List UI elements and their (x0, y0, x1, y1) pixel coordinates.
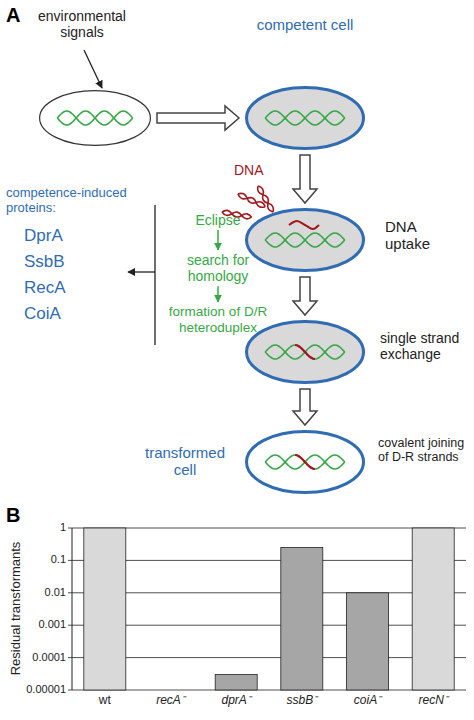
process-step-text: Eclipse (178, 212, 258, 228)
cell-membrane (247, 88, 364, 149)
protein-name: CoiA (24, 304, 104, 324)
category-label: wt (75, 694, 135, 708)
panel-letter: A (6, 4, 36, 27)
cell-outline (245, 320, 365, 384)
grid-line (68, 690, 466, 691)
protein-name: RecA (24, 278, 104, 298)
signal-label: environmental signals (27, 8, 137, 40)
bracket-line (154, 205, 155, 345)
chromosome-strand (265, 455, 345, 469)
cell-outline (245, 208, 365, 272)
bar (84, 528, 126, 690)
step-label: DNA uptake (385, 218, 455, 253)
step-arrow (217, 286, 219, 302)
bars (84, 528, 454, 690)
bar (347, 593, 389, 690)
process-step: formation of D/R heteroduplex (160, 304, 276, 335)
process-step-text: search for homology (163, 252, 273, 284)
transformed-cell: transformed cellcovalent joining of D-R … (245, 430, 365, 494)
bacterial-cell: environmental signals (39, 90, 151, 146)
category-label: recA⁻ (141, 694, 201, 708)
cell-outline (39, 90, 151, 146)
protein-list-heading: competence-induced proteins: (6, 186, 146, 216)
protein-name: DprA (24, 226, 104, 246)
grid-line (68, 560, 466, 561)
bar (215, 675, 257, 691)
chromosome-strand (265, 345, 345, 359)
dna-label: DNA (234, 162, 274, 178)
chromosome-strand (265, 345, 345, 359)
donor-strand (295, 345, 315, 359)
category-label: dprA⁻ (206, 694, 266, 708)
exchange-cell: single strand exchange (245, 320, 365, 384)
step-label: single strand exchange (380, 330, 472, 362)
tick-label: 0.00001 (14, 683, 66, 696)
cell-state-label: transformed cell (135, 444, 235, 479)
panel-letter: B (6, 504, 36, 527)
protein-name: SsbB (24, 252, 104, 272)
bar-chart (68, 528, 466, 690)
cell-state-label: competent cell (250, 16, 360, 33)
dna-fragment (256, 185, 275, 213)
donor-strand (295, 455, 315, 469)
signal-arrow (84, 50, 102, 88)
cell-outline (245, 86, 365, 150)
chromosome-strand (57, 111, 132, 125)
tick-label: 1 (14, 521, 66, 534)
process-step: Eclipse (178, 212, 258, 228)
process-step-text: formation of D/R heteroduplex (160, 304, 276, 335)
dna-strand (256, 185, 275, 213)
competent-cell: competent cell (245, 86, 365, 150)
grid-line (68, 657, 466, 658)
y-axis (72, 528, 73, 690)
process-arrow (293, 389, 317, 425)
cell-outline (245, 430, 365, 494)
cell-membrane (247, 432, 364, 493)
bar (412, 528, 454, 690)
chromosome-strand (265, 233, 345, 247)
grid-line (68, 625, 466, 626)
cell-membrane (247, 210, 364, 271)
dna-strand (256, 185, 275, 213)
chromosome-strand (265, 455, 345, 469)
bracket-arrow (128, 271, 155, 272)
grid-lines (68, 528, 466, 690)
category-label: coiA⁻ (338, 694, 398, 708)
grid-line (68, 528, 466, 529)
axis-title: Residual transformants (9, 523, 24, 693)
chromosome-strand (57, 111, 132, 125)
donor-strand (289, 221, 319, 229)
bar (281, 548, 323, 691)
process-step: search for homology (163, 252, 273, 284)
process-arrow (293, 155, 317, 203)
uptake-cell: DNA uptake (245, 208, 365, 272)
step-label: covalent joining of D-R strands (378, 436, 474, 465)
category-label: recN⁻ (403, 694, 463, 708)
chromosome-strand (265, 111, 345, 125)
category-label: ssbB⁻ (272, 694, 332, 708)
chromosome-strand (265, 111, 345, 125)
cell-membrane (40, 91, 151, 146)
step-arrow (217, 230, 219, 250)
cell-membrane (247, 322, 364, 383)
chromosome-strand (265, 233, 345, 247)
process-arrow (293, 277, 317, 315)
process-arrow (157, 106, 239, 130)
grid-line (68, 592, 466, 593)
